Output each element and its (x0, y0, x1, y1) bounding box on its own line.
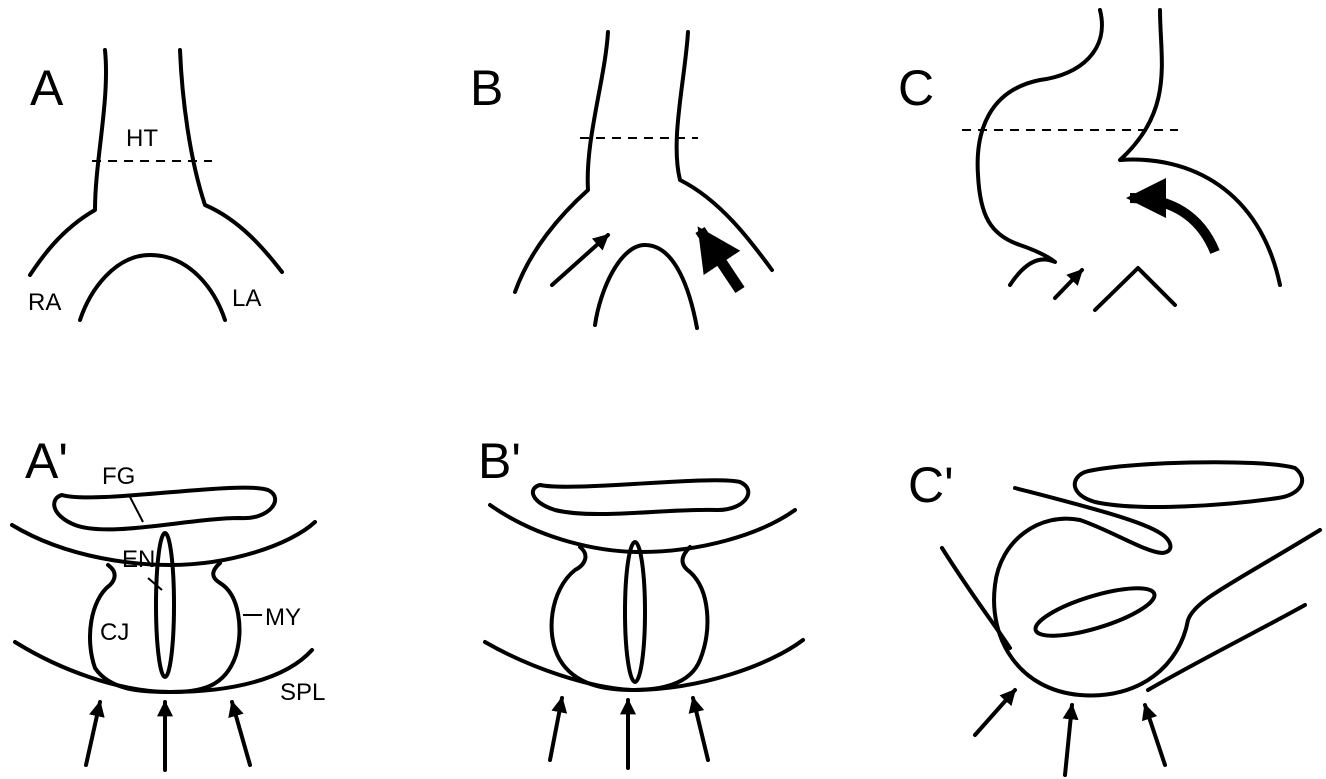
heart-tube-right-wall (515, 32, 608, 292)
label-fg: FG (102, 463, 135, 490)
label-spl: SPL (280, 679, 325, 706)
splanchnic-mesoderm-arc (15, 642, 312, 692)
endocardium-outline (1031, 579, 1159, 646)
foregut-outline (54, 488, 275, 530)
force-arrow-icon (232, 702, 250, 765)
force-arrow-icon (86, 702, 100, 765)
label-fg-leader (129, 495, 143, 522)
label-ht: HT (126, 125, 158, 152)
panel-c-label: C (898, 60, 934, 116)
endocardium-outline (625, 542, 645, 682)
upper-left-body-line (1015, 488, 1170, 553)
force-arrow-icon (975, 690, 1015, 735)
panel-a-label: A (30, 60, 64, 116)
foregut-outline (533, 480, 748, 514)
panel-c-prime: C' (908, 457, 1320, 775)
panel-b-prime: B' (478, 433, 803, 768)
inner-chevron (1095, 268, 1175, 310)
right-body-line (1148, 605, 1305, 690)
label-my: MY (265, 604, 301, 631)
endocardium-outline (156, 533, 174, 677)
panel-a-prime-label: A' (25, 433, 68, 489)
panel-a-prime: A' FG EN CJ MY SPL (12, 433, 325, 770)
curved-bold-arrow-icon (1130, 198, 1215, 252)
inner-arch (595, 245, 697, 328)
panel-b: B (470, 32, 772, 328)
panel-c-prime-label: C' (908, 457, 954, 513)
label-la: LA (232, 285, 261, 312)
inner-arch (80, 255, 225, 320)
label-ra: RA (28, 289, 61, 316)
label-cj: CJ (100, 619, 129, 646)
bold-arrow-icon (700, 230, 740, 290)
looped-tube-inner-wall (1120, 10, 1280, 285)
force-arrow-icon (550, 698, 562, 760)
panel-a: A HT RA LA (28, 50, 282, 320)
looped-tube-outer-wall (978, 10, 1102, 285)
foregut-outline (1075, 462, 1302, 507)
heart-tube-left-wall (677, 32, 772, 270)
panel-b-prime-label: B' (478, 433, 521, 489)
force-arrow-icon (1065, 705, 1072, 775)
outer-body-arc (12, 522, 315, 565)
panel-b-label: B (470, 60, 503, 116)
force-arrow-icon (1145, 705, 1165, 765)
label-en: EN (122, 546, 155, 573)
small-arrow-icon (552, 235, 608, 285)
panel-c: C (898, 10, 1280, 310)
looped-myocardium-outline (994, 519, 1320, 696)
small-arrow-icon (1055, 270, 1082, 298)
force-arrow-icon (693, 698, 708, 760)
